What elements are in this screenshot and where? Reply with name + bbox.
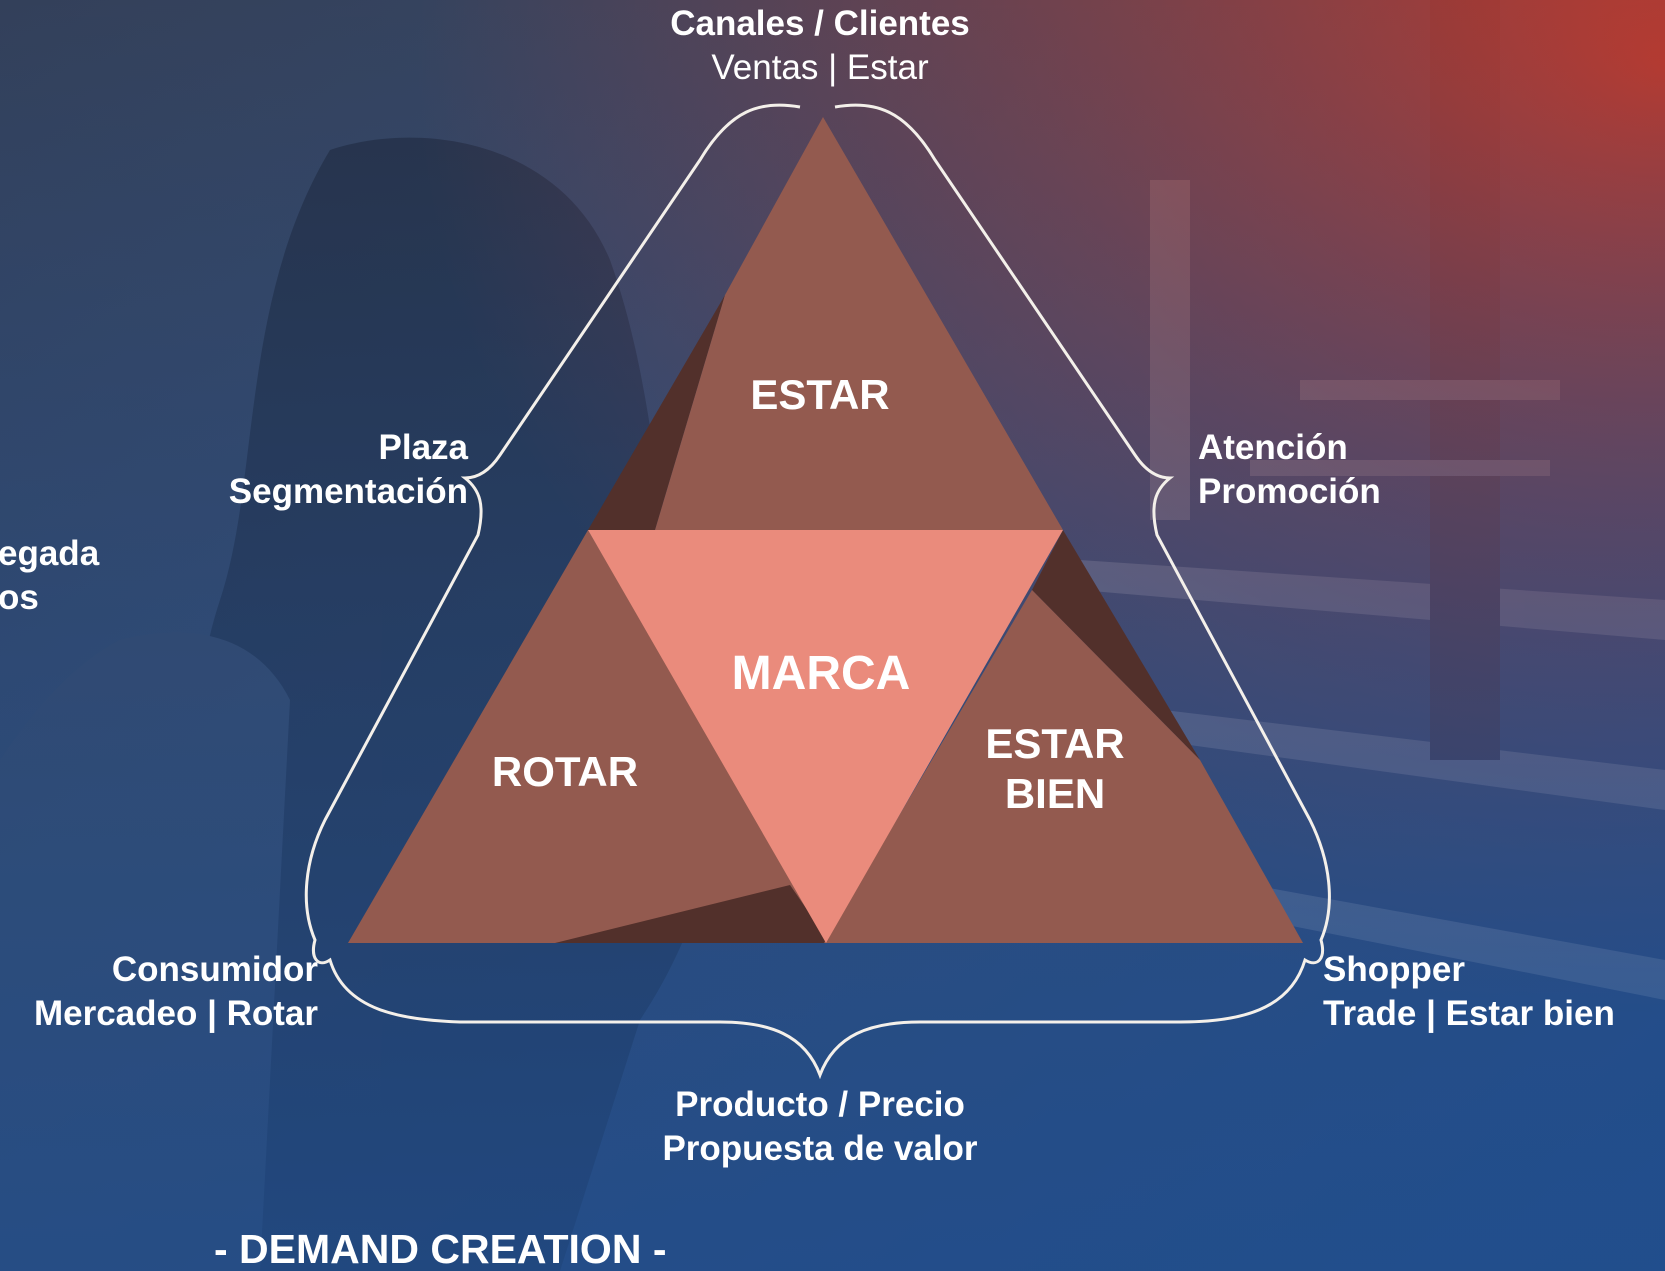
top-label-line2: Ventas | Estar: [711, 48, 929, 87]
cropped-left-label-line1: egada: [0, 534, 100, 573]
right-upper-label-line2: Promoción: [1198, 472, 1381, 511]
center-triangle: [588, 530, 1063, 943]
right-triangle-label-line1: ESTAR: [985, 720, 1124, 767]
bottom-label: Producto / Precio Propuesta de valor: [620, 1083, 1020, 1171]
left-triangle: [348, 530, 830, 943]
bottom-label-line2: Propuesta de valor: [662, 1129, 978, 1168]
left-upper-label: Plaza Segmentación: [160, 426, 468, 514]
left-upper-label-line1: Plaza: [378, 428, 469, 467]
top-triangle-shadow: [588, 295, 725, 530]
bottom-label-line1: Producto / Precio: [675, 1085, 965, 1124]
center-triangle-label: MARCA: [732, 647, 911, 700]
top-label: Canales / Clientes Ventas | Estar: [620, 2, 1020, 90]
right-lower-label: Shopper Trade | Estar bien: [1323, 948, 1615, 1036]
cropped-left-label-line2: os: [0, 578, 39, 617]
left-lower-label-line1: Consumidor: [111, 950, 318, 989]
footer-title: - DEMAND CREATION -: [214, 1226, 667, 1271]
brace-outline: [304, 103, 1331, 1080]
right-lower-label-line1: Shopper: [1323, 950, 1465, 989]
right-triangle-shadow: [1032, 530, 1200, 760]
left-lower-label: Consumidor Mercadeo | Rotar: [0, 948, 318, 1036]
right-triangle-label-line2: BIEN: [1005, 770, 1105, 817]
top-label-line1: Canales / Clientes: [670, 4, 970, 43]
top-triangle-label: ESTAR: [750, 371, 889, 418]
left-lower-label-line2: Mercadeo | Rotar: [33, 994, 318, 1033]
right-upper-label: Atención Promoción: [1198, 426, 1381, 514]
right-lower-label-line2: Trade | Estar bien: [1323, 994, 1615, 1033]
cropped-left-label: egada os: [0, 532, 99, 620]
right-triangle: [824, 590, 1303, 943]
right-upper-label-line1: Atención: [1198, 428, 1348, 467]
left-upper-label-line2: Segmentación: [228, 472, 468, 511]
left-triangle-label: ROTAR: [492, 748, 638, 795]
left-triangle-shadow: [555, 885, 830, 943]
top-triangle: [655, 117, 1063, 530]
